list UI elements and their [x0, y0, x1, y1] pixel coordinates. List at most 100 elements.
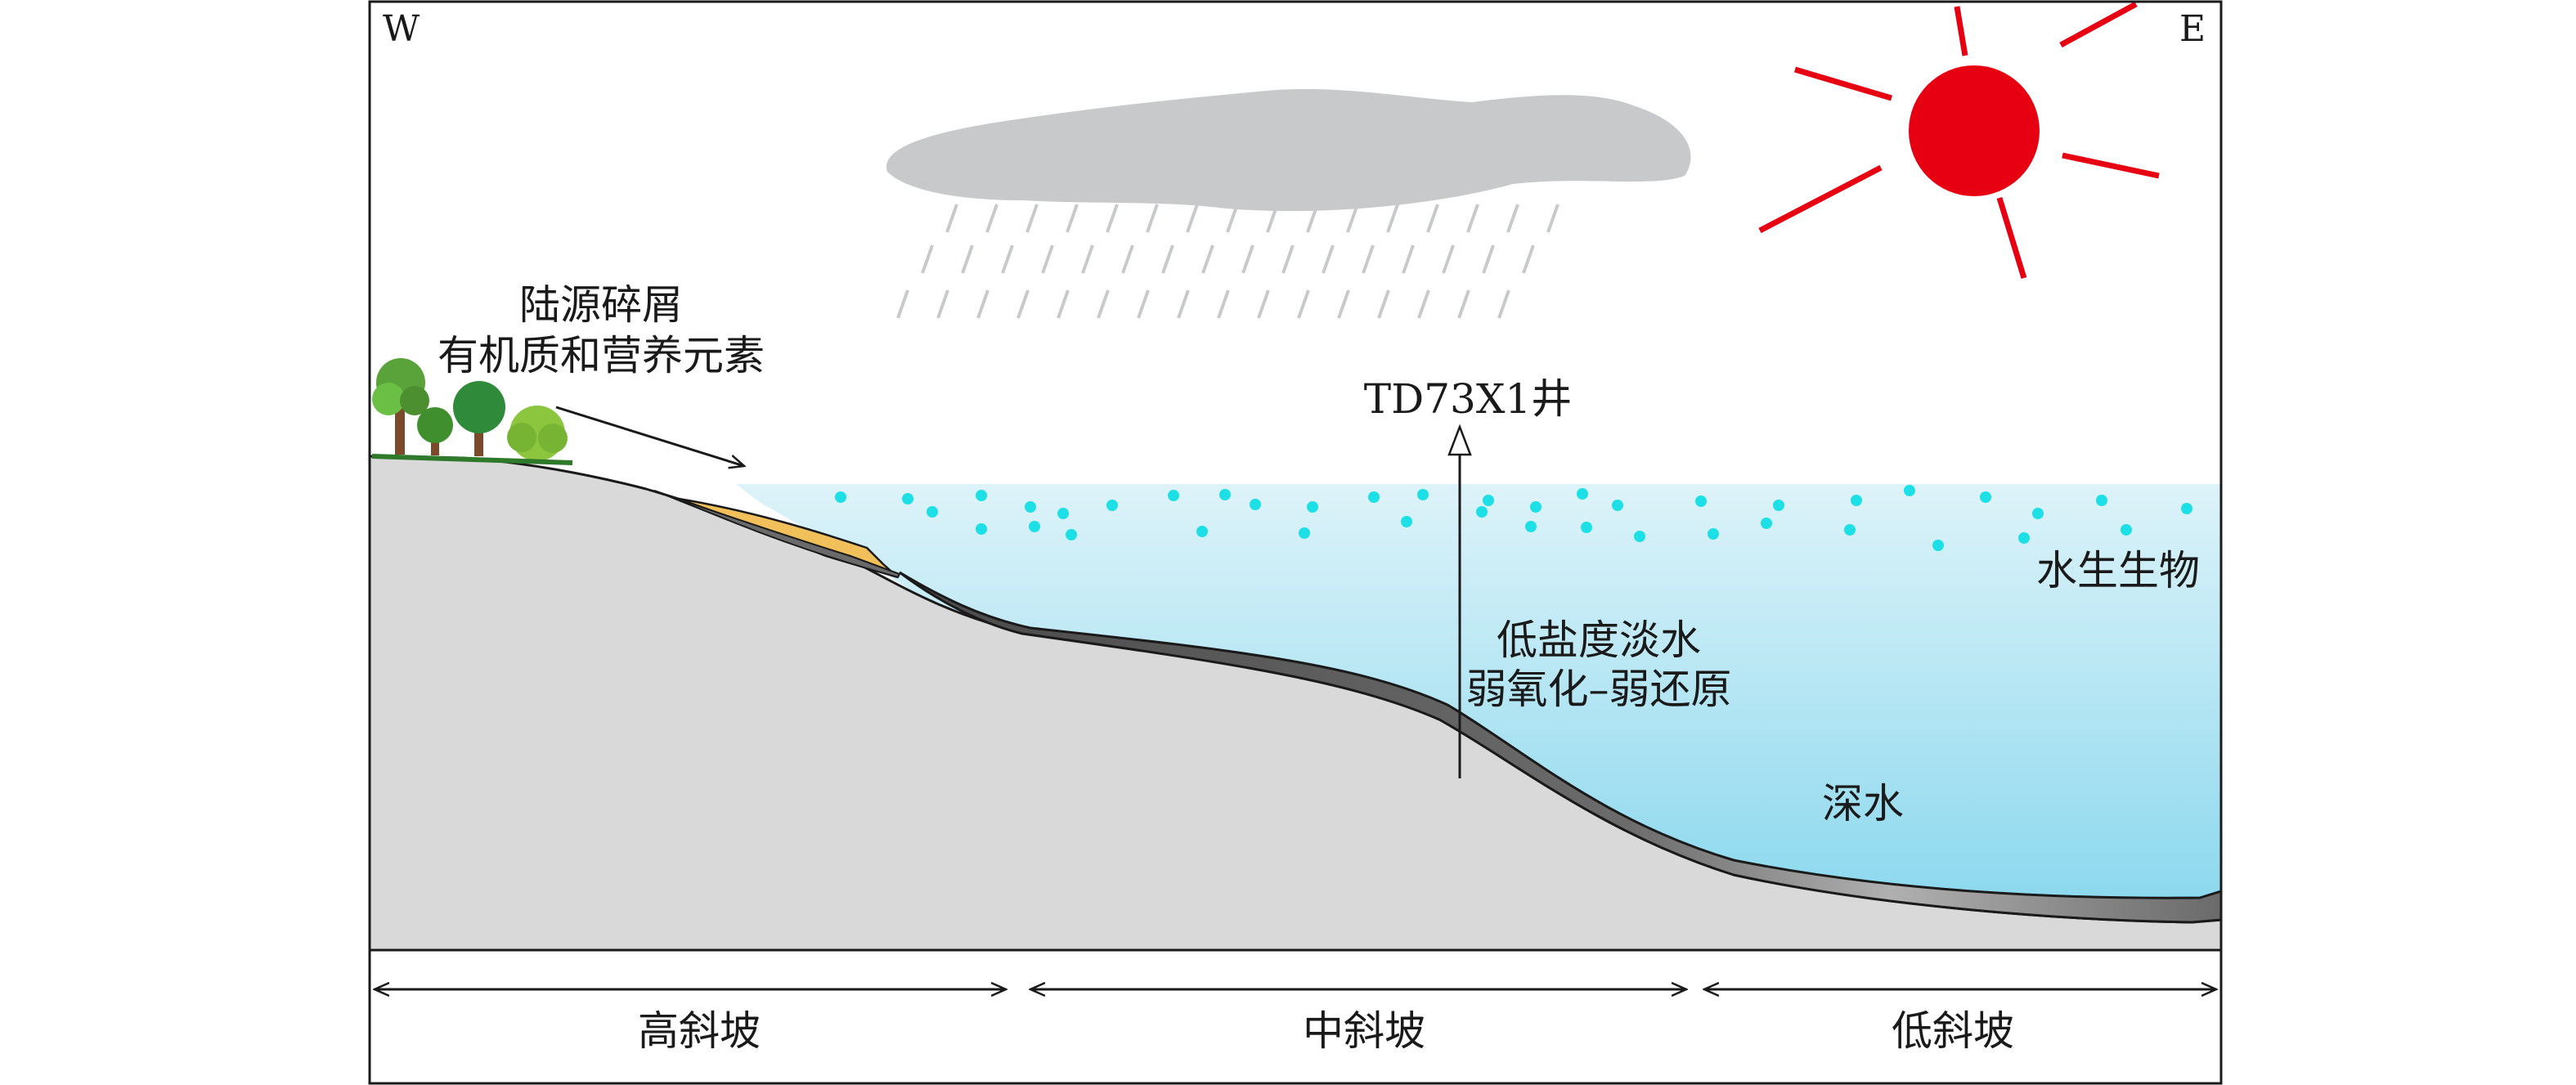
- raindrop-icon: [1402, 244, 1415, 274]
- raindrop-icon: [1025, 204, 1039, 233]
- raindrop-icon: [1426, 204, 1439, 233]
- raindrop-icon: [1081, 244, 1094, 274]
- raindrop-icon: [1506, 204, 1519, 233]
- organism-icon: [1708, 528, 1719, 540]
- organism-icon: [2018, 532, 2030, 544]
- raindrop-icon: [1306, 204, 1319, 233]
- organism-icon: [1029, 521, 1040, 532]
- raindrop-icon: [1457, 289, 1470, 319]
- organism-icon: [1577, 488, 1588, 500]
- organism-icon: [1634, 531, 1645, 542]
- organism-icon: [2096, 495, 2107, 506]
- organism-icon: [976, 523, 987, 535]
- direction-east: E: [2179, 8, 2206, 50]
- rain: [896, 204, 1560, 319]
- raindrop-icon: [1377, 289, 1390, 319]
- organism-icon: [835, 491, 846, 503]
- tree-icon: [417, 407, 453, 455]
- raindrop-icon: [1186, 204, 1199, 233]
- raindrop-icon: [1362, 244, 1375, 274]
- organism-icon: [1612, 500, 1623, 511]
- raindrop-icon: [1106, 204, 1119, 233]
- organism-icon: [1219, 489, 1231, 500]
- organism-icon: [1980, 491, 1991, 503]
- organism-icon: [1250, 499, 1261, 510]
- lake-water: [736, 484, 2221, 908]
- organism-icon: [1761, 518, 1772, 529]
- organism-icon: [1307, 501, 1318, 513]
- raindrop-icon: [921, 244, 934, 274]
- trees: [371, 358, 573, 465]
- organism-icon: [1025, 501, 1036, 513]
- source-label-line1: 陆源碎屑: [519, 281, 683, 329]
- raindrop-icon: [1482, 244, 1495, 274]
- sun-icon: [1758, 1, 2160, 280]
- source-input-arrow: [555, 406, 744, 466]
- raindrop-icon: [1066, 204, 1079, 233]
- organism-icon: [1844, 524, 1856, 536]
- raindrop-icon: [1522, 244, 1535, 274]
- organism-icon: [1530, 501, 1542, 513]
- tree-icon: [507, 406, 568, 461]
- raindrop-icon: [1001, 244, 1014, 274]
- raindrop-icon: [1121, 244, 1134, 274]
- raindrop-icon: [896, 289, 909, 319]
- organism-icon: [1401, 516, 1412, 527]
- organism-icon: [1695, 495, 1707, 507]
- organism-icon: [1773, 500, 1784, 511]
- raindrop-icon: [1241, 244, 1254, 274]
- raindrop-icon: [1266, 204, 1279, 233]
- raindrop-icon: [1057, 289, 1070, 319]
- rain-cloud: [886, 88, 1691, 212]
- raindrop-icon: [1546, 204, 1560, 233]
- organism-icon: [1196, 526, 1208, 537]
- raindrop-icon: [1201, 244, 1214, 274]
- raindrop-icon: [961, 244, 974, 274]
- aquatic-organisms-label: 水生生物: [2036, 547, 2200, 594]
- organism-icon: [1106, 500, 1118, 511]
- organism-icon: [1368, 491, 1380, 503]
- organism-icon: [1904, 485, 1915, 496]
- raindrop-icon: [1097, 289, 1110, 319]
- raindrop-icon: [1281, 244, 1295, 274]
- raindrop-icon: [985, 204, 999, 233]
- sand-wedge-shale-top: [653, 490, 901, 579]
- raindrop-icon: [1442, 244, 1455, 274]
- raindrop-icon: [1346, 204, 1359, 233]
- raindrop-icon: [945, 204, 958, 233]
- raindrop-icon: [1161, 244, 1174, 274]
- raindrop-icon: [1297, 289, 1310, 319]
- raindrop-icon: [1386, 204, 1399, 233]
- tree-icon: [372, 358, 429, 455]
- raindrop-icon: [1497, 289, 1510, 319]
- organism-icon: [1581, 522, 1592, 533]
- organism-icon: [1057, 508, 1069, 519]
- zone-label-middle-slope: 中斜坡: [1303, 1007, 1425, 1055]
- organism-icon: [1299, 527, 1310, 539]
- organism-icon: [1483, 495, 1494, 506]
- raindrop-icon: [1177, 289, 1190, 319]
- raindrop-icon: [936, 289, 949, 319]
- raindrop-icon: [1217, 289, 1230, 319]
- water-salinity-label: 低盐度淡水: [1497, 616, 1701, 664]
- raindrop-icon: [976, 289, 990, 319]
- organism-icon: [1851, 495, 1862, 506]
- raindrop-icon: [1322, 244, 1335, 274]
- organism-icon: [1066, 529, 1077, 540]
- organism-icon: [1476, 506, 1488, 518]
- organism-icon: [1932, 540, 1944, 551]
- organism-icon: [2032, 508, 2044, 519]
- deep-water-label: 深水: [1822, 780, 1904, 827]
- organism-icon: [927, 506, 938, 518]
- raindrop-icon: [1417, 289, 1430, 319]
- organism-icon: [1417, 489, 1429, 500]
- direction-west: W: [383, 8, 420, 50]
- redox-label: 弱氧化–弱还原: [1466, 666, 1732, 713]
- well-label: TD73X1井: [1364, 375, 1572, 423]
- well-arrow-head: [1447, 424, 1472, 456]
- organism-icon: [902, 493, 913, 504]
- raindrop-icon: [1466, 204, 1479, 233]
- raindrop-icon: [1041, 244, 1054, 274]
- organism-icon: [2120, 524, 2132, 536]
